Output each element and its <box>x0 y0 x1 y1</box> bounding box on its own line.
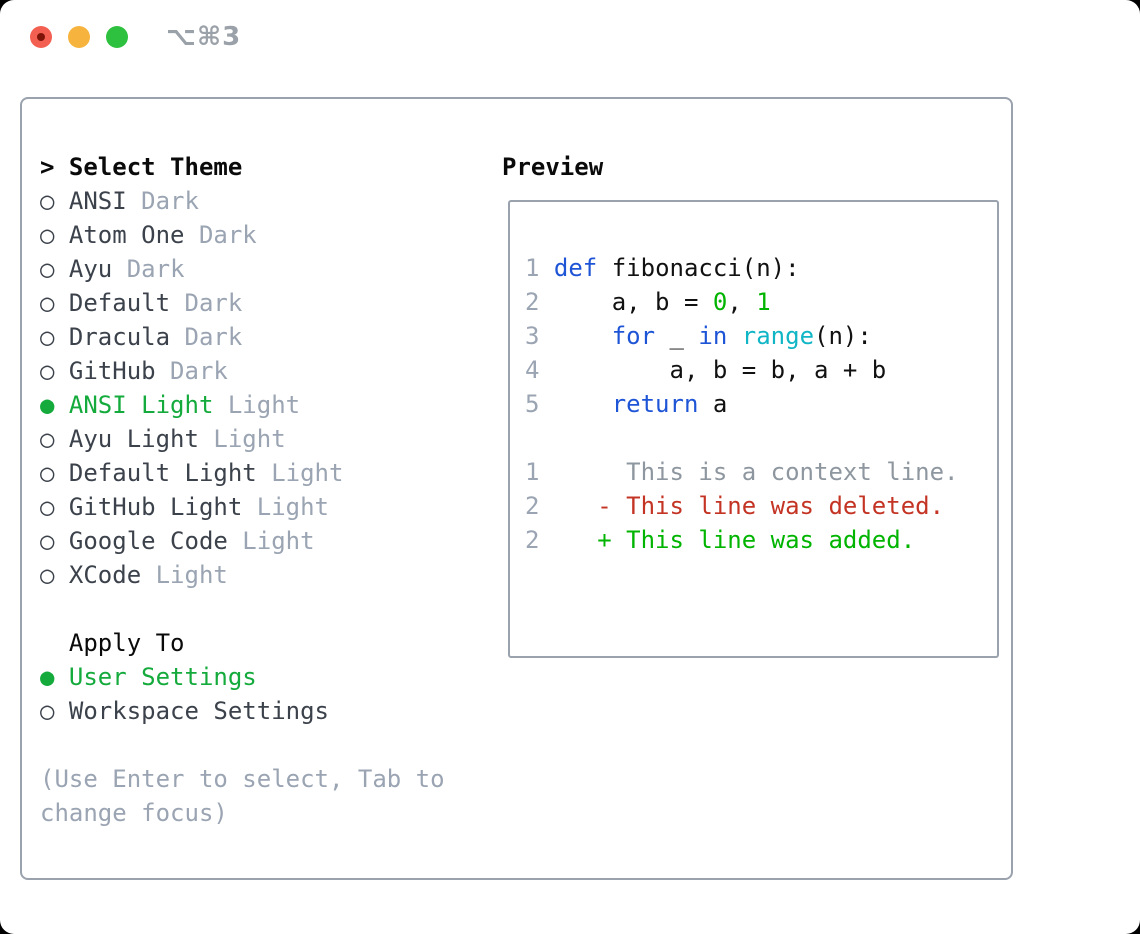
code-line: 2 - This line was deleted. <box>525 492 945 520</box>
theme-option-atom-one[interactable]: ○ Atom One Dark <box>40 218 445 252</box>
apply-to-header: Apply To <box>68 629 185 657</box>
help-text: (Use Enter to select, Tab to change focu… <box>40 765 445 827</box>
theme-option-dracula[interactable]: ○ Dracula Dark <box>40 320 445 354</box>
focus-caret-icon: > <box>40 153 69 181</box>
code-line: 4 a, b = b, a + b <box>525 356 887 384</box>
theme-variant-tag: Dark <box>170 289 243 317</box>
theme-variant-tag: Light <box>213 391 301 419</box>
theme-variant-tag: Dark <box>184 221 257 249</box>
radio-unselected-icon: ○ <box>40 425 69 453</box>
window-title: ⌥⌘3 <box>166 22 242 52</box>
theme-name: Ayu <box>68 255 113 283</box>
radio-unselected-icon: ○ <box>40 357 69 385</box>
theme-name: ANSI Light <box>68 391 214 419</box>
radio-unselected-icon: ○ <box>40 561 69 589</box>
theme-option-github[interactable]: ○ GitHub Dark <box>40 354 445 388</box>
code-line <box>525 421 997 455</box>
theme-name: Ayu Light <box>68 425 199 453</box>
select-theme-header: > Select Theme <box>40 153 243 181</box>
theme-option-google-code[interactable]: ○ Google Code Light <box>40 524 445 558</box>
theme-option-default[interactable]: ○ Default Dark <box>40 286 445 320</box>
code-line: 5 return a <box>525 390 728 418</box>
theme-name: Google Code <box>68 527 228 555</box>
preview-code-box: 1 def fibonacci(n): 2 a, b = 0, 1 3 for _ … <box>508 200 999 658</box>
code-line: 3 for _ in range(n): <box>525 322 872 350</box>
code-line: 2 a, b = 0, 1 <box>525 288 771 316</box>
theme-name: Dracula <box>68 323 171 351</box>
theme-selector-column: > Select Theme ○ ANSI Dark○ Atom One Dar… <box>40 150 445 830</box>
radio-unselected-icon: ○ <box>40 323 69 351</box>
theme-name: ANSI <box>68 187 127 215</box>
code-line: 1 This is a context line. <box>525 458 959 486</box>
radio-selected-icon: ● <box>40 391 69 419</box>
theme-variant-tag: Light <box>198 425 286 453</box>
theme-list: ○ ANSI Dark○ Atom One Dark○ Ayu Dark○ De… <box>40 184 445 592</box>
apply-option-label: Workspace Settings <box>68 697 329 725</box>
theme-name: GitHub <box>68 357 156 385</box>
radio-selected-icon: ● <box>40 663 69 691</box>
zoom-button[interactable] <box>106 26 128 48</box>
theme-variant-tag: Dark <box>155 357 228 385</box>
theme-variant-tag: Light <box>256 459 344 487</box>
theme-variant-tag: Dark <box>112 255 185 283</box>
theme-option-ayu-light[interactable]: ○ Ayu Light Light <box>40 422 445 456</box>
code-preview: 1 def fibonacci(n): 2 a, b = 0, 1 3 for _ … <box>525 251 997 557</box>
theme-option-ansi[interactable]: ○ ANSI Dark <box>40 184 445 218</box>
titlebar: ⌥⌘3 <box>0 0 1140 75</box>
code-line: 1 def fibonacci(n): <box>525 254 800 282</box>
code-line: 2 + This line was added. <box>525 526 916 554</box>
theme-name: GitHub Light <box>68 493 243 521</box>
apply-to-list: ● User Settings○ Workspace Settings <box>40 660 445 728</box>
theme-variant-tag: Light <box>141 561 228 589</box>
radio-unselected-icon: ○ <box>40 221 69 249</box>
preview-header: Preview <box>502 153 604 181</box>
apply-option-user-settings[interactable]: ● User Settings <box>40 660 445 694</box>
radio-unselected-icon: ○ <box>40 459 69 487</box>
theme-option-default-light[interactable]: ○ Default Light Light <box>40 456 445 490</box>
close-button[interactable] <box>30 26 52 48</box>
theme-name: Default Light <box>68 459 257 487</box>
theme-variant-tag: Dark <box>126 187 199 215</box>
theme-option-github-light[interactable]: ○ GitHub Light Light <box>40 490 445 524</box>
theme-variant-tag: Dark <box>170 323 243 351</box>
radio-unselected-icon: ○ <box>40 697 69 725</box>
radio-unselected-icon: ○ <box>40 527 69 555</box>
minimize-button[interactable] <box>68 26 90 48</box>
apply-option-label: User Settings <box>68 663 257 691</box>
theme-variant-tag: Light <box>227 527 315 555</box>
theme-name: Default <box>68 289 171 317</box>
theme-option-ayu[interactable]: ○ Ayu Dark <box>40 252 445 286</box>
theme-option-ansi-light[interactable]: ● ANSI Light Light <box>40 388 445 422</box>
theme-name: Atom One <box>68 221 185 249</box>
theme-name: XCode <box>68 561 142 589</box>
radio-unselected-icon: ○ <box>40 255 69 283</box>
theme-option-xcode[interactable]: ○ XCode Light <box>40 558 445 592</box>
theme-variant-tag: Light <box>242 493 329 521</box>
apply-option-workspace-settings[interactable]: ○ Workspace Settings <box>40 694 445 728</box>
radio-unselected-icon: ○ <box>40 493 69 521</box>
theme-picker-panel: > Select Theme ○ ANSI Dark○ Atom One Dar… <box>20 97 1013 880</box>
radio-unselected-icon: ○ <box>40 289 69 317</box>
radio-unselected-icon: ○ <box>40 187 69 215</box>
